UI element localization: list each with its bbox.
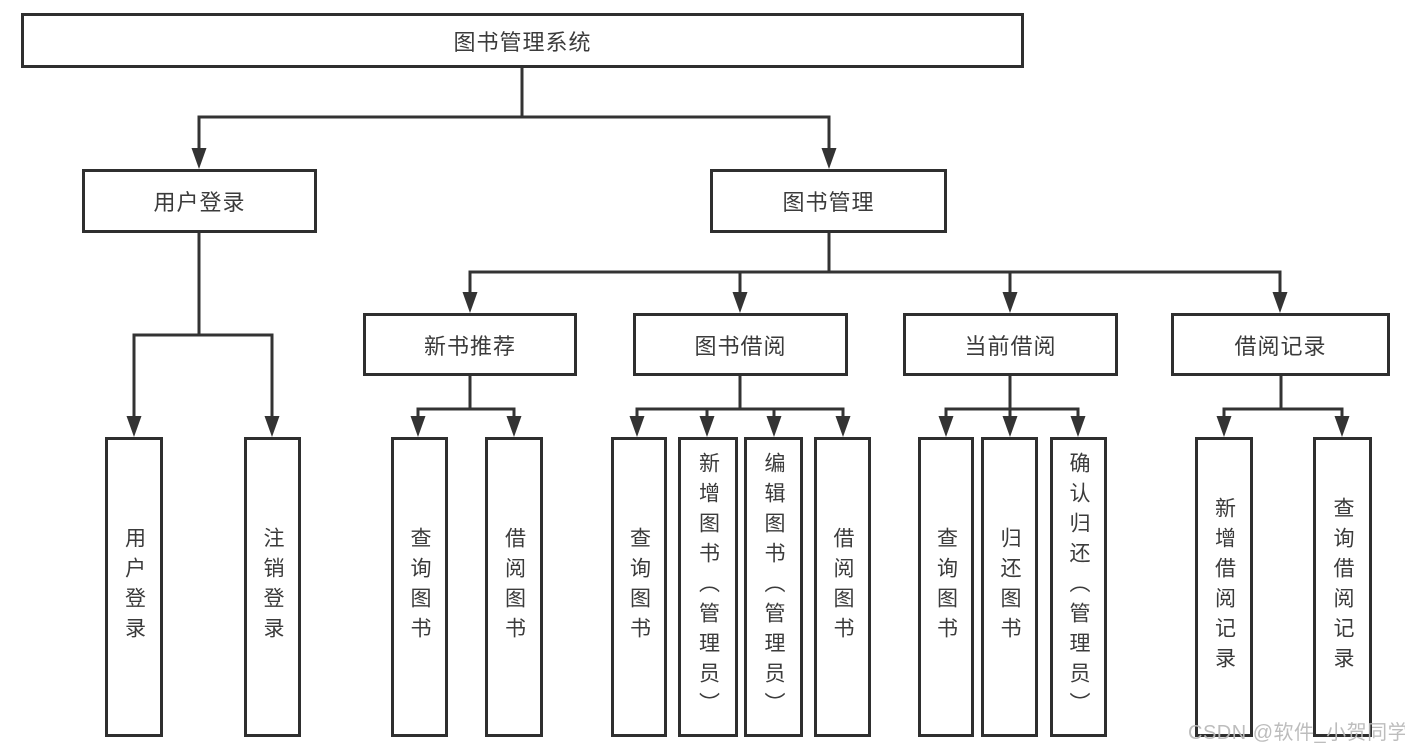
- node-new-book-recommend: 新书推荐: [363, 313, 577, 376]
- node-root: 图书管理系统: [21, 13, 1024, 68]
- leaf-rec-borrow-book: 借阅图书: [485, 437, 543, 737]
- leaf-records-query-record: 查询借阅记录: [1313, 437, 1372, 737]
- node-borrowing-records: 借阅记录: [1171, 313, 1390, 376]
- node-user-login: 用户登录: [82, 169, 317, 233]
- leaf-user-login: 用户登录: [105, 437, 163, 737]
- leaf-borrow-add-book-admin: 新增图书（管理员）: [678, 437, 738, 737]
- edge-newbook-rail: [416, 407, 516, 424]
- edge-records-rail: [1222, 407, 1344, 424]
- edge-level3-rail: [468, 270, 1282, 296]
- leaf-records-add-record: 新增借阅记录: [1195, 437, 1253, 737]
- leaf-current-return-book: 归还图书: [981, 437, 1038, 737]
- leaf-logout: 注销登录: [244, 437, 301, 737]
- leaf-borrow-edit-book-admin: 编辑图书（管理员）: [744, 437, 803, 737]
- node-current-borrowing: 当前借阅: [903, 313, 1118, 376]
- edge-borrow-rail: [635, 407, 845, 424]
- leaf-current-confirm-return-admin: 确认归还（管理员）: [1050, 437, 1107, 737]
- leaf-rec-query-book: 查询图书: [391, 437, 448, 737]
- edge-level2-rail: [197, 115, 831, 152]
- leaf-current-query-book: 查询图书: [918, 437, 974, 737]
- leaf-borrow-query-book: 查询图书: [611, 437, 667, 737]
- csdn-watermark: CSDN @软件_小贺同学: [1188, 722, 1405, 744]
- node-book-management: 图书管理: [710, 169, 947, 233]
- arrowheads: [126, 148, 1350, 437]
- edge-userlogin-rail: [132, 333, 274, 420]
- node-book-borrowing: 图书借阅: [633, 313, 848, 376]
- leaf-borrow-borrow-book: 借阅图书: [814, 437, 871, 737]
